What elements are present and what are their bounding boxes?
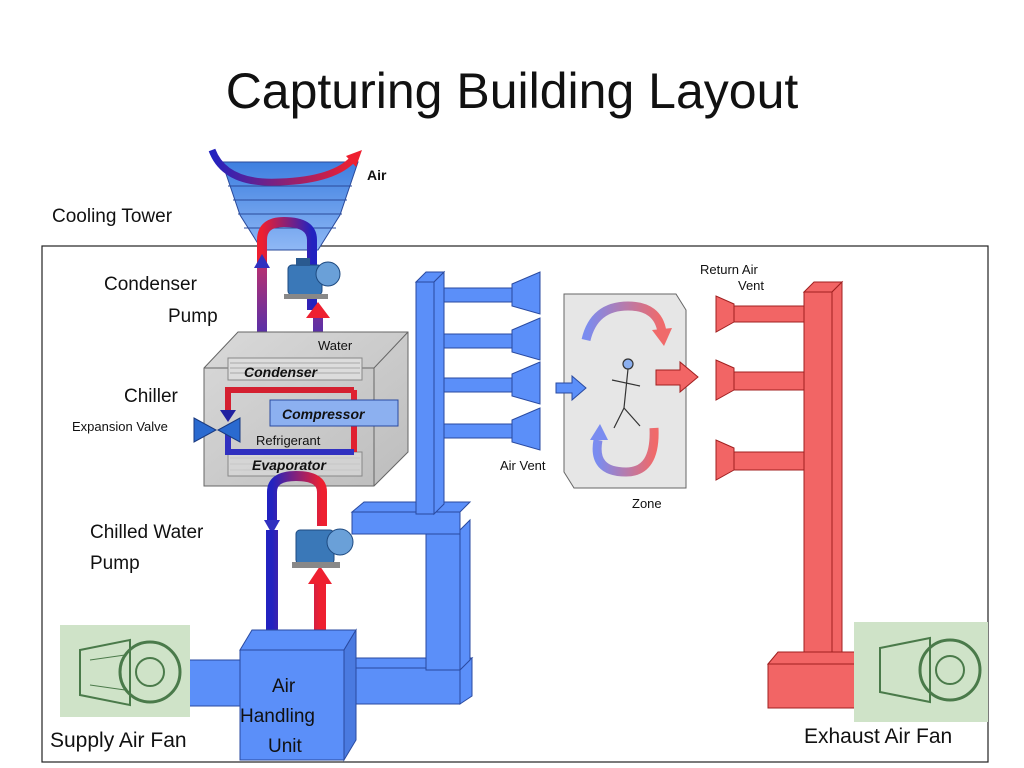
zone-airflow-top: [581, 301, 667, 342]
condenser-water-loop: [257, 216, 317, 310]
chilled-water-loop: [267, 470, 327, 526]
water-label: Water: [318, 338, 353, 353]
supply-air-fan-label: Supply Air Fan: [50, 729, 187, 752]
compressor-box: [269, 399, 399, 427]
exhaust-air-fan-icon: [854, 622, 988, 722]
cooling-tower-label: Cooling Tower: [52, 206, 173, 227]
return-air-vent-label-1: Return Air: [700, 262, 758, 277]
condenser-pump: [284, 258, 341, 299]
condenser-coil: [227, 357, 363, 381]
exhaust-air-fan-label: Exhaust Air Fan: [804, 725, 952, 748]
ahu-label-3: Unit: [268, 736, 303, 757]
refrigerant-loop: [225, 387, 354, 412]
expansion-valve-label: Expansion Valve: [72, 419, 168, 434]
condenser-pump-label-2: Pump: [168, 306, 218, 327]
expansion-valve-icon: [193, 417, 218, 443]
supply-air-fan-icon: [60, 625, 190, 717]
compressor-label: Compressor: [282, 406, 366, 422]
diagram-frame: [41, 245, 989, 763]
supply-into-zone-arrow: [555, 374, 587, 402]
ahu-label-1: Air: [272, 676, 296, 697]
chilled-water-pump-label-2: Pump: [90, 553, 140, 574]
air-vent-label: Air Vent: [500, 458, 546, 473]
air-handling-unit: [239, 628, 357, 762]
person-icon: [611, 358, 641, 429]
zone-label: Zone: [632, 496, 662, 511]
chilled-water-pump: [292, 528, 354, 568]
return-air-vent-label-2: Vent: [738, 278, 764, 293]
supply-duct-system: [175, 270, 541, 707]
zone-airflow-bottom: [592, 427, 659, 477]
condenser-label: Condenser: [244, 364, 319, 380]
condenser-pump-label-1: Condenser: [104, 274, 198, 295]
chilled-water-pump-label-1: Chilled Water: [90, 522, 204, 543]
air-flow-arrow: [208, 148, 357, 186]
evaporator-label: Evaporator: [252, 457, 327, 473]
refrigerant-label: Refrigerant: [256, 433, 321, 448]
ahu-label-2: Handling: [240, 706, 315, 727]
air-label: Air: [367, 167, 387, 183]
slide-title: Capturing Building Layout: [225, 63, 799, 119]
chiller-label: Chiller: [124, 386, 179, 407]
return-duct-system: [715, 280, 890, 710]
zone-to-return-arrow: [655, 360, 699, 394]
